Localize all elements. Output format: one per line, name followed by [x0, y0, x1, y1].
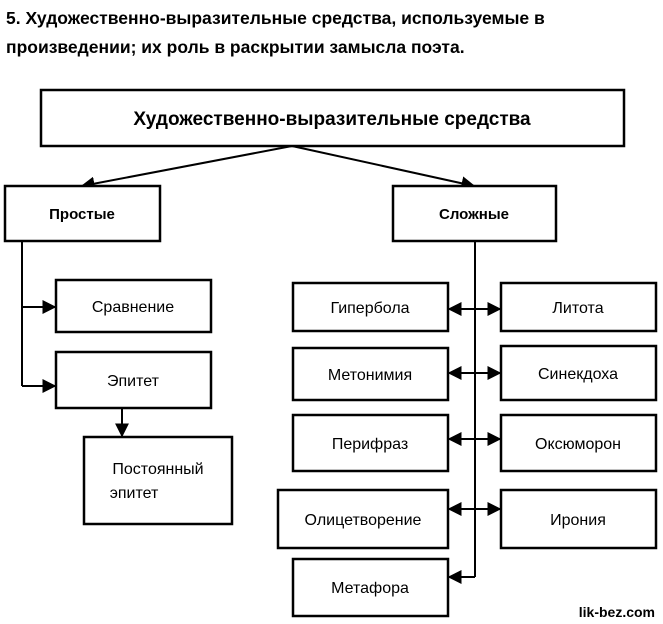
- node-metonymy-label: Метонимия: [328, 367, 412, 384]
- page-heading: 5. Художественно-выразительные средства,…: [6, 8, 545, 57]
- node-simple: Простые: [3, 184, 162, 243]
- node-metaphor-label: Метафора: [331, 580, 409, 597]
- node-comparison-label: Сравнение: [92, 299, 174, 316]
- node-oxymoron-label: Оксюморон: [535, 436, 621, 453]
- node-simple-label: Простые: [49, 206, 115, 223]
- node-root: Художественно-выразительные средства: [39, 88, 626, 148]
- node-synecdoche-label: Синекдоха: [538, 366, 618, 383]
- node-irony-label: Ирония: [550, 512, 606, 529]
- node-metaphor: Метафора: [291, 557, 450, 618]
- node-litotes: Литота: [499, 281, 658, 333]
- node-epithet-label: Эпитет: [107, 373, 160, 390]
- node-periphrasis-label: Перифраз: [332, 436, 408, 453]
- node-complex: Сложные: [391, 184, 558, 243]
- node-hyperbole: Гипербола: [291, 281, 450, 333]
- node-litotes-label: Литота: [552, 300, 603, 317]
- node-root-label: Художественно-выразительные средства: [133, 109, 531, 130]
- node-periphrasis: Перифраз: [291, 413, 450, 473]
- node-personification-label: Олицетворение: [305, 512, 422, 529]
- node-constant-epithet-line1: Постоянный: [112, 461, 203, 478]
- node-synecdoche: Синекдоха: [499, 344, 658, 402]
- node-constant-epithet-line2: эпитет: [110, 485, 159, 502]
- watermark: lik-bez.com: [578, 604, 655, 620]
- node-oxymoron: Оксюморон: [499, 413, 658, 473]
- node-metonymy: Метонимия: [291, 346, 450, 402]
- node-personification: Олицетворение: [276, 488, 450, 550]
- node-irony: Ирония: [499, 488, 658, 550]
- connectors: [21, 145, 502, 584]
- node-comparison: Сравнение: [54, 278, 213, 334]
- node-complex-label: Сложные: [439, 206, 509, 223]
- arrow-root-to-complex: [291, 145, 476, 191]
- node-constant-epithet: Постоянный эпитет: [82, 435, 234, 526]
- node-hyperbole-label: Гипербола: [330, 300, 409, 317]
- node-epithet: Эпитет: [54, 350, 213, 410]
- arrow-root-to-simple: [80, 145, 293, 191]
